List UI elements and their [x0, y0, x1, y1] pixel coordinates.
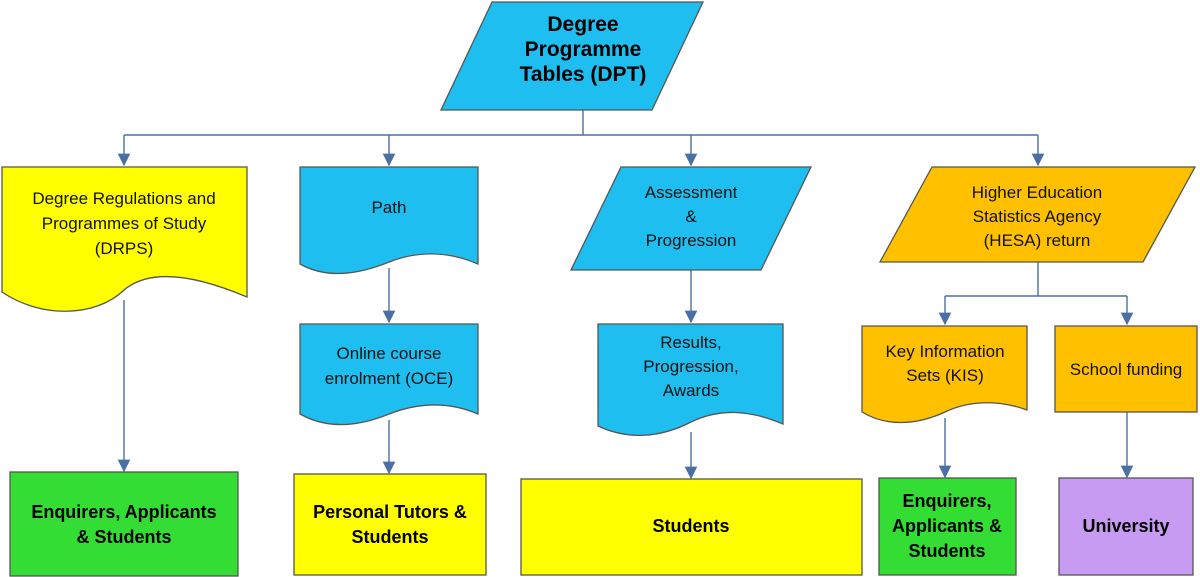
funding-shape: [1054, 325, 1198, 413]
out-enquirers2-shape: [878, 477, 1017, 576]
out-university-label-line: University: [1082, 516, 1169, 536]
hesa-shape: [878, 166, 1197, 263]
connectors: [117, 110, 1134, 480]
assessment-label-line: Progression: [646, 231, 737, 250]
hesa-label-line: (HESA) return: [984, 231, 1091, 250]
assessment-node: Assessment & Progression: [569, 166, 813, 271]
out-enquirers2-label-line: Students: [908, 541, 985, 561]
out-enquirers-label-line: & Students: [76, 527, 171, 547]
funding-label: School funding: [1070, 360, 1182, 379]
dpt-shape: [439, 1, 705, 111]
funding-label-line: School funding: [1070, 360, 1182, 379]
kis-shape: [861, 325, 1028, 424]
out-students-label: Students: [652, 516, 729, 536]
out-enquirers2-node: Enquirers, Applicants & Students: [878, 477, 1017, 576]
drps-label-line: Programmes of Study: [42, 214, 207, 233]
out-enquirers-node: Enquirers, Applicants & Students: [9, 471, 239, 577]
hesa-label-line: Higher Education: [972, 183, 1102, 202]
out-tutors-label: Personal Tutors & Students: [313, 502, 467, 547]
results-shape: [597, 323, 784, 437]
out-tutors-label-line: Personal Tutors &: [313, 502, 467, 522]
results-label-line: Awards: [663, 381, 719, 400]
assessment-label-line: Assessment: [645, 183, 738, 202]
oce-label-line: enrolment (OCE): [325, 369, 453, 388]
drps-label-line: (DRPS): [95, 239, 154, 258]
out-enquirers-label-line: Enquirers, Applicants: [31, 502, 216, 522]
funding-node: School funding: [1054, 325, 1198, 413]
out-tutors-shape: [293, 473, 487, 576]
dpt-label-line: Degree: [547, 13, 618, 36]
out-enquirers2-label-line: Enquirers,: [902, 491, 991, 511]
out-university-node: University: [1058, 477, 1194, 576]
dpt-label-line: Programme: [525, 38, 642, 61]
out-enquirers2-label: Enquirers, Applicants & Students: [892, 491, 1002, 561]
drps-shape: [1, 166, 248, 312]
assessment-shape: [569, 166, 813, 271]
hesa-label-line: Statistics Agency: [973, 207, 1102, 226]
path-label-line: Path: [372, 198, 407, 217]
drps-label-line: Degree Regulations and: [32, 189, 215, 208]
oce-node: Online course enrolment (OCE): [299, 323, 479, 426]
oce-label-line: Online course: [337, 344, 442, 363]
oce-shape: [299, 323, 479, 426]
assessment-label: Assessment & Progression: [645, 183, 738, 250]
assessment-label-line: &: [685, 207, 697, 226]
path-node: Path: [299, 166, 479, 275]
oce-label: Online course enrolment (OCE): [325, 344, 453, 388]
kis-label-line: Key Information: [885, 342, 1004, 361]
out-tutors-label-line: Students: [351, 527, 428, 547]
out-enquirers-shape: [9, 471, 239, 577]
out-enquirers2-label-line: Applicants &: [892, 516, 1002, 536]
results-node: Results, Progression, Awards: [597, 323, 784, 437]
out-tutors-node: Personal Tutors & Students: [293, 473, 487, 576]
out-students-node: Students: [520, 478, 863, 576]
out-enquirers-label: Enquirers, Applicants & Students: [31, 502, 216, 547]
results-label: Results, Progression, Awards: [643, 333, 738, 400]
results-label-line: Results,: [660, 333, 721, 352]
results-label-line: Progression,: [643, 357, 738, 376]
path-shape: [299, 166, 479, 275]
kis-label-line: Sets (KIS): [906, 366, 983, 385]
dpt-label-line: Tables (DPT): [520, 63, 647, 86]
path-label: Path: [372, 198, 407, 217]
out-students-label-line: Students: [652, 516, 729, 536]
out-university-label: University: [1082, 516, 1169, 536]
out-university-shape: [1058, 477, 1194, 576]
out-students-shape: [520, 478, 863, 576]
